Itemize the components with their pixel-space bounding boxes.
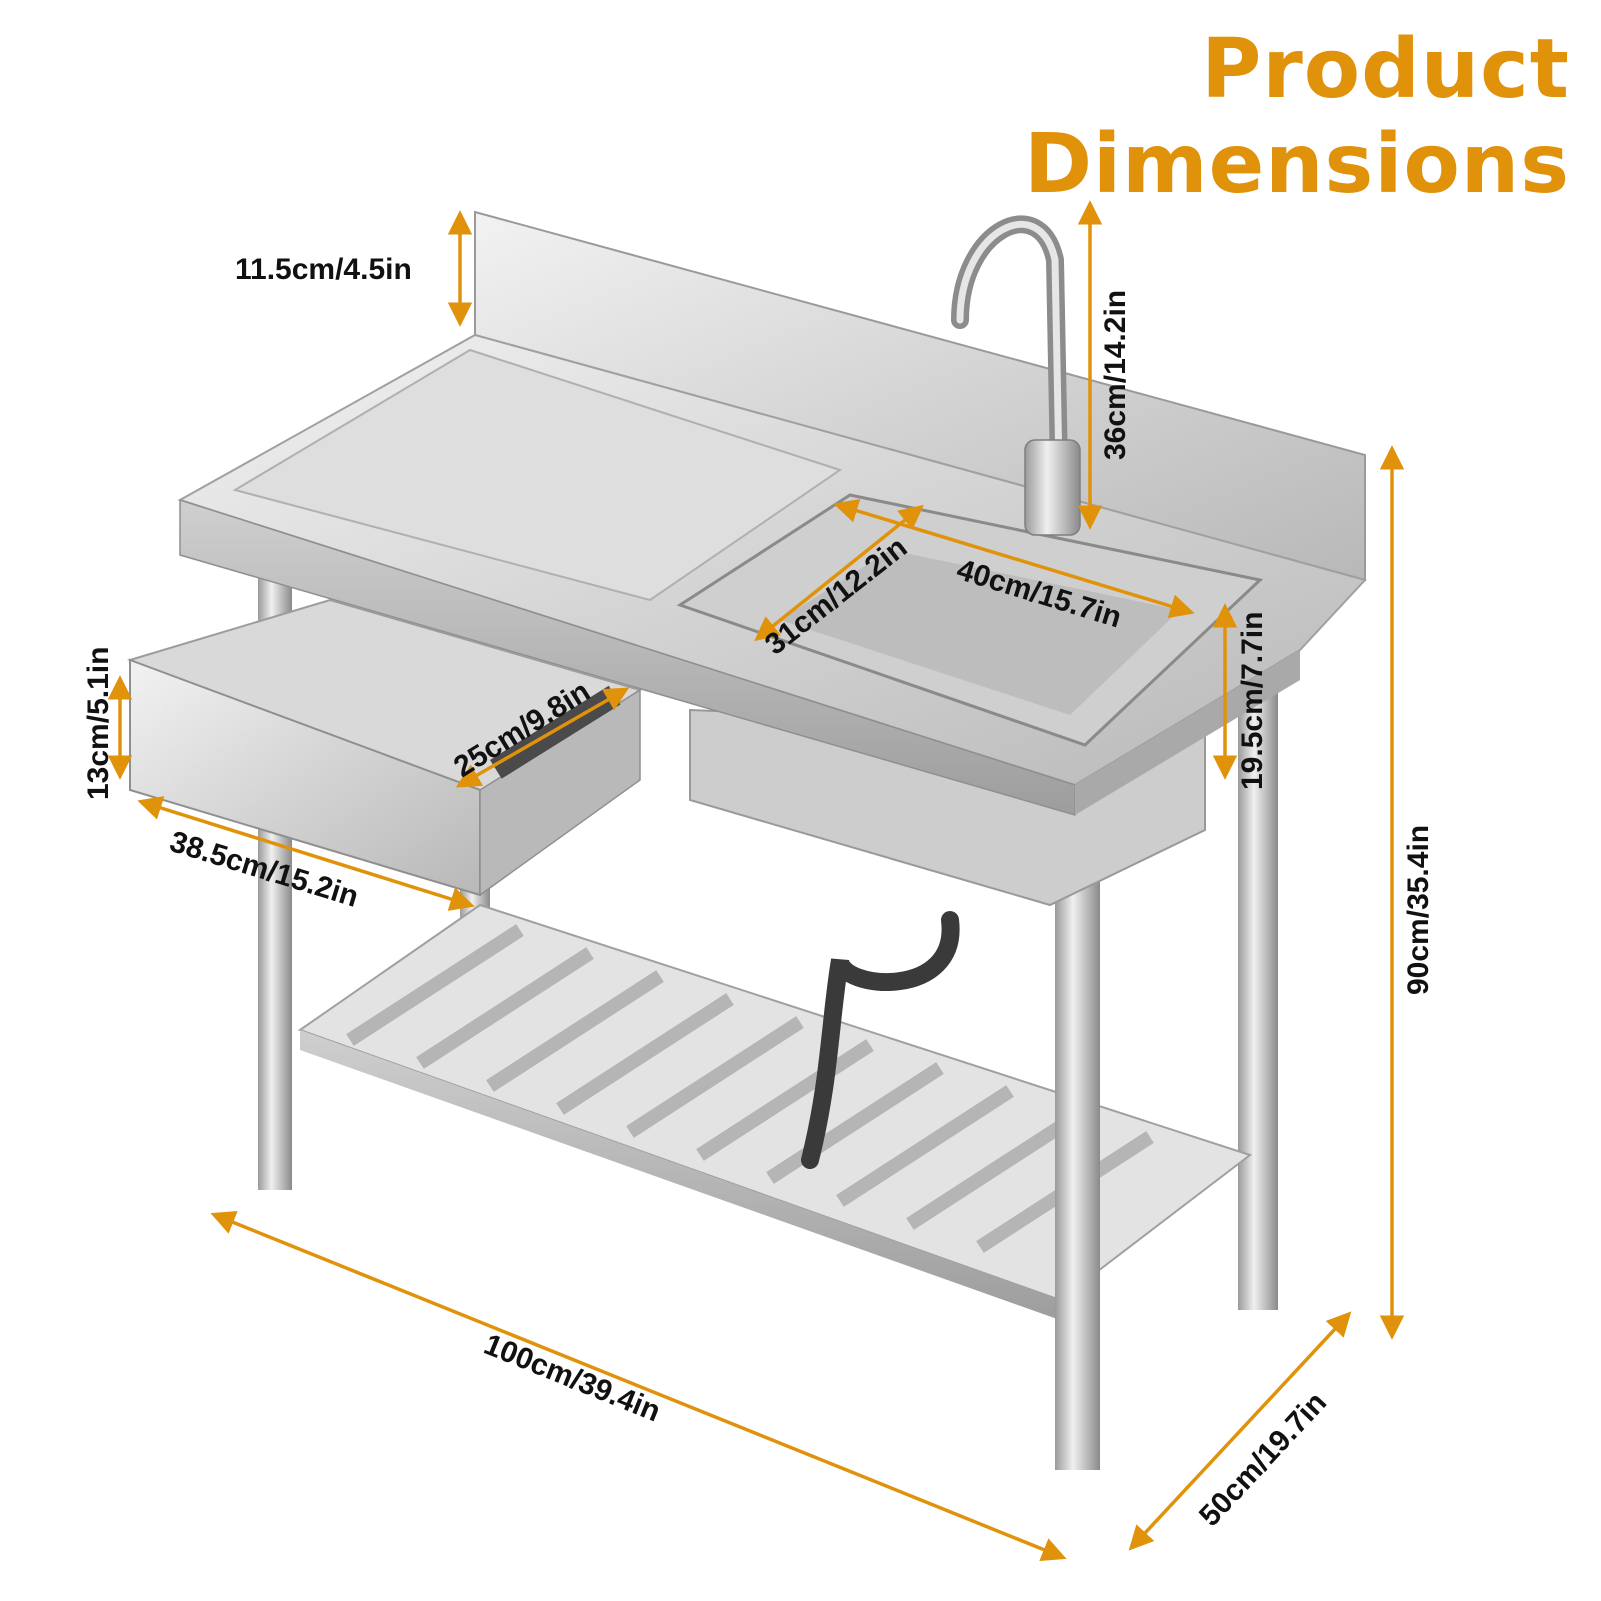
dimension-arrows (107, 200, 1405, 1562)
label-basin-depth: 19.5cm/7.7in (1236, 612, 1269, 790)
arrow-total-depth (1128, 1311, 1352, 1551)
label-faucet-height: 36cm/14.2in (1099, 290, 1132, 460)
arrow-drawer-width (137, 796, 475, 911)
worktop-side-edge (1075, 650, 1300, 815)
arrow-basin-length (754, 504, 924, 642)
drainboard (232, 348, 843, 602)
label-drawer-height: 13cm/5.1in (82, 647, 115, 800)
drain-hose (801, 911, 960, 1169)
label-total-width: 100cm/39.4in (479, 1328, 665, 1429)
back-right-leg (1238, 680, 1278, 1310)
front-right-leg (1055, 810, 1100, 1470)
label-total-height: 90cm/35.4in (1402, 825, 1435, 995)
page-title: Product Dimensions (1023, 22, 1570, 212)
label-backsplash-height: 11.5cm/4.5in (235, 253, 412, 286)
arrow-total-width (210, 1210, 1067, 1562)
arrow-drawer-depth (455, 687, 630, 788)
sink-product (126, 210, 1367, 1470)
